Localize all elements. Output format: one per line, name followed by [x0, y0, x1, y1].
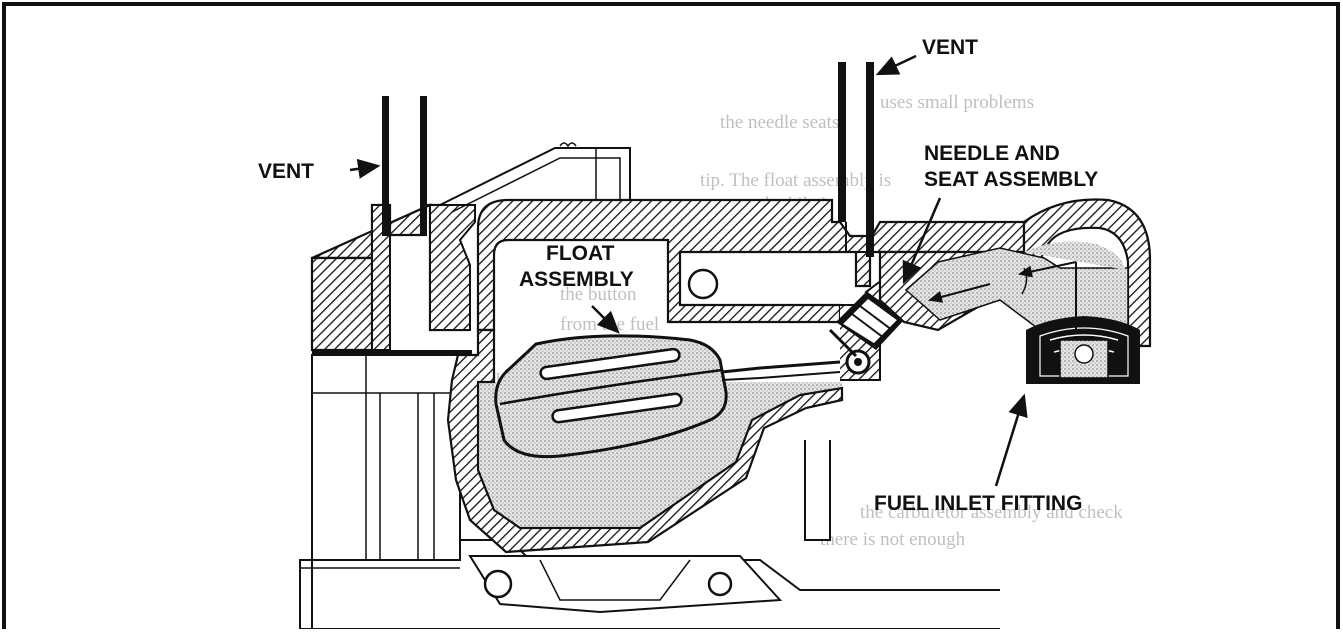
label-float-line1: FLOAT	[546, 242, 615, 265]
float-arrow	[591, 305, 620, 334]
left-vent-tubes	[382, 96, 427, 236]
label-needle-line1: NEEDLE AND	[924, 142, 1060, 165]
top-vent-tube	[838, 62, 874, 257]
svg-text:the needle seats: the needle seats	[720, 112, 839, 133]
label-float-line2: ASSEMBLY	[519, 268, 634, 291]
svg-text:the button: the button	[560, 284, 637, 305]
label-vent-top: VENT	[922, 36, 978, 59]
fuel-inlet-arrow	[994, 393, 1028, 487]
label-needle-line2: SEAT ASSEMBLY	[924, 168, 1098, 191]
callout-labels: VENT VENT NEEDLE AND SEAT ASSEMBLY FLOAT…	[258, 36, 1098, 515]
needle-seat-arrow	[902, 197, 942, 285]
air-horn-casting	[310, 203, 476, 356]
svg-text:tip. The float assembly is: tip. The float assembly is	[700, 170, 891, 191]
leader-lines	[349, 54, 1028, 487]
vent-top-arrow	[875, 54, 917, 76]
float-assembly	[494, 334, 871, 459]
svg-text:the carburetor assembly and ch: the carburetor assembly and check	[860, 502, 1123, 523]
vent-left-arrow	[349, 158, 381, 179]
svg-text:uses small problems: uses small problems	[880, 92, 1034, 113]
svg-text:there is not enough: there is not enough	[820, 529, 966, 550]
label-vent-left: VENT	[258, 160, 314, 183]
fuel-inlet-fitting	[878, 198, 1152, 384]
gasket-line	[312, 350, 472, 356]
choke-linkage	[439, 142, 631, 213]
bowl-wall	[446, 328, 844, 554]
label-fuel-inlet: FUEL INLET FITTING	[874, 492, 1082, 515]
